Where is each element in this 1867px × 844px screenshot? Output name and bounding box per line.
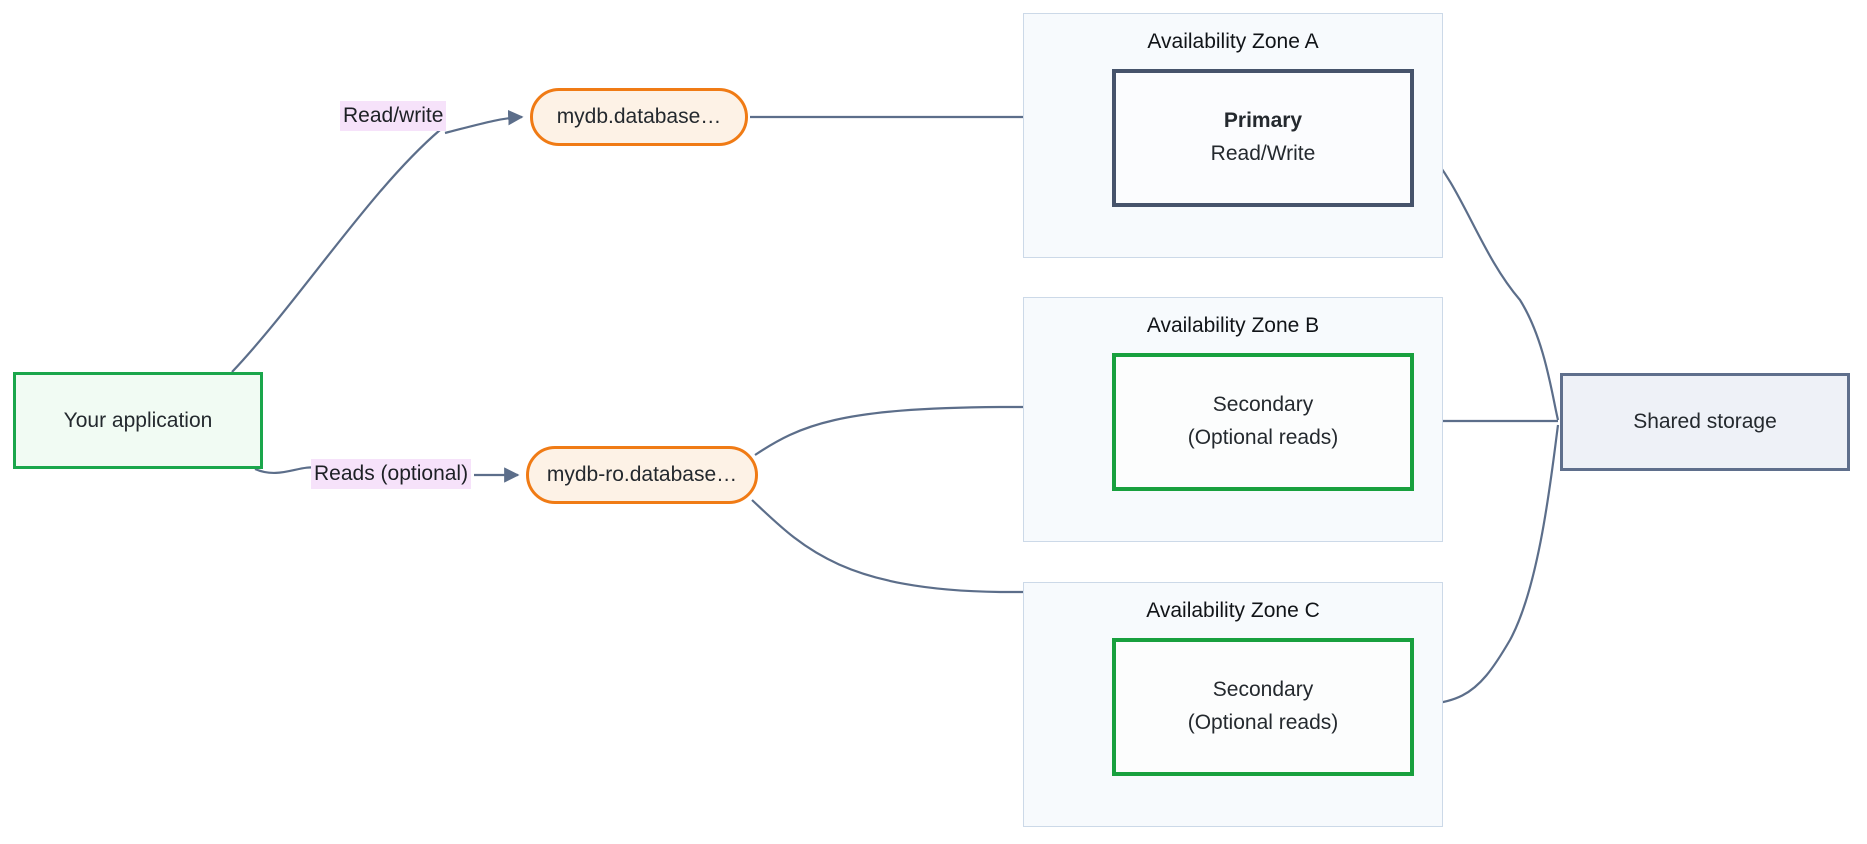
- availability-zone-b: Availability Zone B Secondary (Optional …: [1023, 297, 1443, 542]
- endpoint-readwrite-label: mydb.database…: [556, 105, 722, 128]
- edge-label-read-write: Read/write: [340, 101, 447, 132]
- availability-zone-c-title: Availability Zone C: [1146, 599, 1320, 622]
- application-label: Your application: [63, 408, 213, 432]
- availability-zone-a: Availability Zone A Primary Read/Write: [1023, 13, 1443, 258]
- availability-zone-c: Availability Zone C Secondary (Optional …: [1023, 582, 1443, 827]
- node-endpoint-readonly[interactable]: mydb-ro.database…: [526, 446, 758, 504]
- edge-ro-endpoint-to-secondary-c: [751, 499, 1105, 600]
- secondary-b-access-label: (Optional reads): [1187, 426, 1339, 449]
- secondary-c-access-label: (Optional reads): [1187, 711, 1339, 734]
- secondary-c-role-label: Secondary: [1212, 678, 1314, 702]
- secondary-b-role-label: Secondary: [1212, 393, 1314, 417]
- node-your-application[interactable]: Your application: [13, 372, 263, 469]
- availability-zone-a-title: Availability Zone A: [1147, 30, 1319, 53]
- node-secondary-instance-c[interactable]: Secondary (Optional reads): [1112, 638, 1414, 776]
- edge-label-reads-optional: Reads (optional): [311, 459, 472, 490]
- shared-storage-label: Shared storage: [1633, 410, 1777, 433]
- availability-zone-b-title: Availability Zone B: [1146, 314, 1320, 337]
- primary-role-label: Primary: [1223, 109, 1303, 133]
- node-primary-instance[interactable]: Primary Read/Write: [1112, 69, 1414, 207]
- node-shared-storage[interactable]: Shared storage: [1560, 373, 1850, 471]
- node-endpoint-readwrite[interactable]: mydb.database…: [530, 88, 748, 146]
- node-secondary-instance-b[interactable]: Secondary (Optional reads): [1112, 353, 1414, 491]
- edge-rwlabel-to-rw-endpoint: [444, 109, 524, 135]
- primary-access-label: Read/Write: [1210, 142, 1316, 165]
- edge-app-to-ro-endpoint: [254, 466, 319, 474]
- endpoint-readonly-label: mydb-ro.database…: [546, 463, 738, 486]
- edge-ro-endpoint-to-secondary-b: [754, 399, 1105, 456]
- edge-app-to-rw-endpoint: [231, 129, 441, 373]
